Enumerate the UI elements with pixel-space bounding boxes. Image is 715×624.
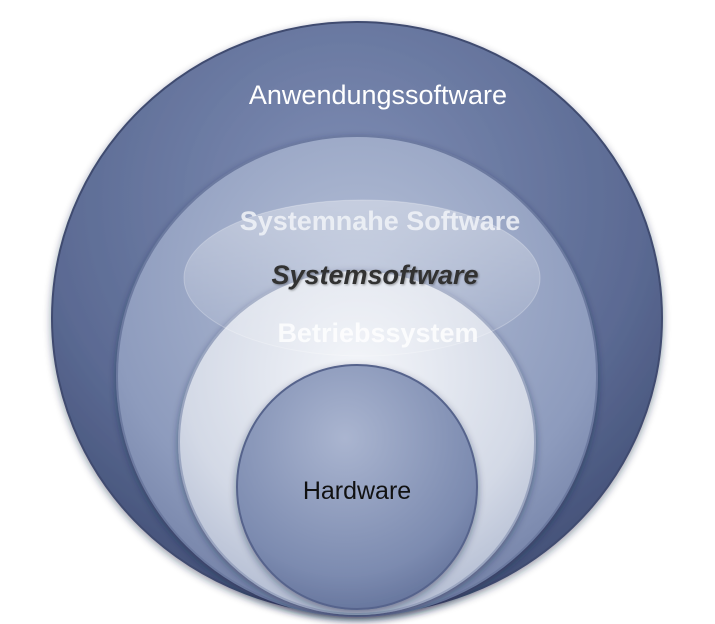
- label-systemsoftware: Systemsoftware: [271, 260, 478, 290]
- label-betriebssystem: Betriebssystem: [277, 318, 478, 348]
- label-hardware: Hardware: [303, 477, 411, 505]
- systemsoftware-highlight: [183, 199, 541, 357]
- label-systemnahe-software: Systemnahe Software: [240, 206, 521, 236]
- layer-hardware-core: [236, 364, 478, 610]
- label-anwendungssoftware: Anwendungssoftware: [249, 80, 507, 110]
